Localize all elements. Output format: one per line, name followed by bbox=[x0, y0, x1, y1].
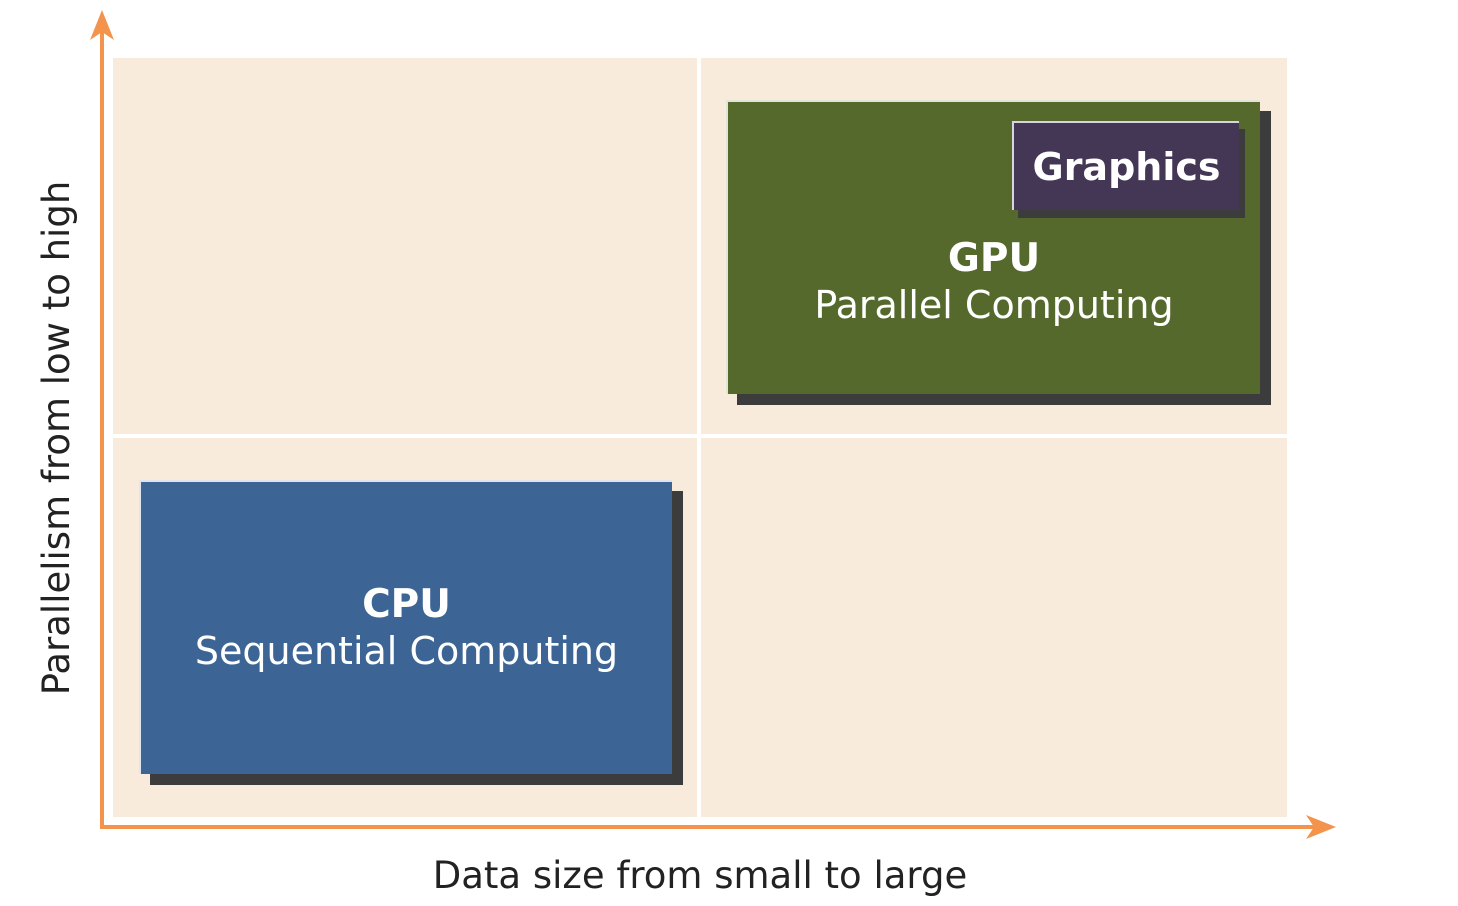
cpu-title: CPU bbox=[362, 582, 451, 627]
horizontal-divider bbox=[113, 434, 1287, 438]
x-axis-label: Data size from small to large bbox=[432, 854, 968, 897]
graphics-title: Graphics bbox=[1032, 144, 1221, 189]
cpu-box: CPU Sequential Computing bbox=[139, 480, 672, 774]
graphics-box: Graphics bbox=[1012, 121, 1239, 210]
gpu-title: GPU bbox=[947, 236, 1041, 281]
x-axis-arrow bbox=[1306, 815, 1336, 839]
cpu-subtitle: Sequential Computing bbox=[194, 629, 619, 673]
gpu-subtitle: Parallel Computing bbox=[814, 283, 1174, 327]
y-axis-arrow bbox=[90, 10, 114, 40]
y-axis-label: Parallelism from low to high bbox=[35, 180, 78, 696]
